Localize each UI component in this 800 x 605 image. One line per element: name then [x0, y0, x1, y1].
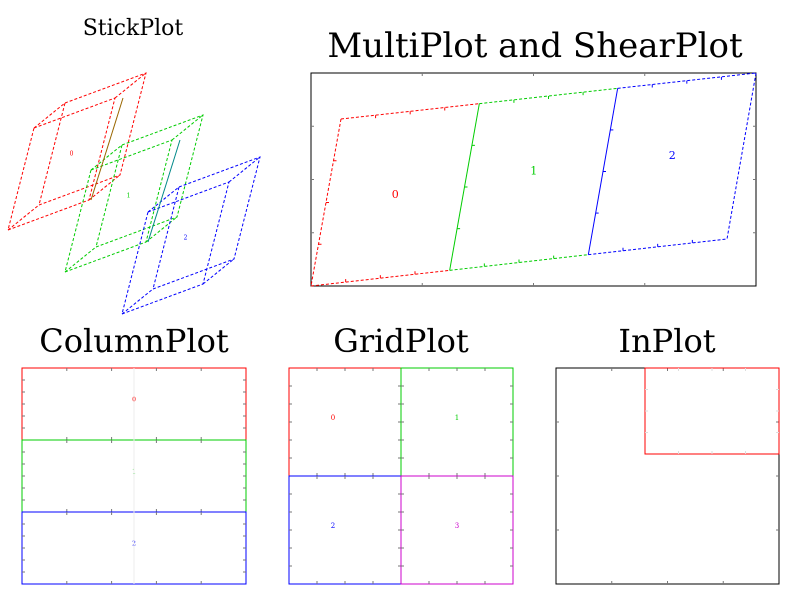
grid-cell-3 [400, 475, 514, 585]
stickplot-panel: 0 1 2 [7, 72, 261, 315]
shear-panel-top-0 [340, 103, 480, 120]
shear-panel-label-0: 0 [392, 188, 399, 201]
stick-shared-edge [90, 97, 124, 201]
stick-panel-label-1: 1 [127, 193, 131, 200]
shear-panel-top-1 [479, 87, 618, 105]
multiplot-shearplot-title: MultiPlot and ShearPlot [327, 26, 743, 66]
stick-box-edge [228, 156, 261, 183]
stick-box-edge [33, 102, 66, 129]
stick-box-edge [202, 258, 235, 285]
grid-cell-2 [288, 475, 402, 585]
stick-box-edge [171, 114, 204, 141]
stick-box-edge [145, 216, 178, 243]
gridplot-panel: 0 1 2 3 [288, 367, 514, 585]
shear-panel-top-2 [617, 72, 757, 89]
shear-panel-left-0 [310, 118, 342, 287]
stick-box-back-2 [152, 156, 261, 290]
grid-cell-label-1: 1 [455, 414, 459, 422]
stick-panel-label-0: 0 [70, 151, 74, 158]
inplot-title: InPlot [618, 322, 716, 360]
inplot-outer-axes [555, 367, 780, 585]
stick-box-front-2 [121, 181, 230, 315]
stick-box-edge [147, 186, 180, 213]
stick-box-edge [90, 144, 123, 171]
inplot-inset-axes [644, 367, 780, 455]
grid-cell-label-0: 0 [331, 414, 335, 422]
stick-box-edge [114, 72, 147, 99]
columnplot-title: ColumnPlot [39, 322, 229, 360]
grid-cell-1 [400, 367, 514, 477]
shear-panel-bottom-1 [449, 254, 589, 271]
stick-shared-edge [147, 139, 181, 243]
shear-panel-right-2 [726, 72, 757, 240]
shear-panel-label-2: 2 [669, 149, 676, 162]
stick-box-front-1 [64, 139, 173, 273]
stick-box-back-1 [95, 114, 204, 248]
grid-cell-label-2: 2 [331, 522, 335, 530]
stick-box-edge [88, 174, 121, 201]
stick-box-edge [121, 288, 154, 315]
stick-box-front-0 [7, 97, 116, 231]
columnplot-panel: 012 [21, 367, 247, 585]
stick-box-edge [7, 204, 40, 231]
grid-cell-label-3: 3 [455, 522, 459, 530]
shearplot-panel: 0 1 2 [310, 72, 757, 287]
shear-panel-bottom-2 [588, 238, 728, 256]
shear-panel-bottom-0 [310, 269, 450, 287]
gridplot-title: GridPlot [333, 322, 469, 360]
stickplot-title: StickPlot [82, 16, 184, 41]
shear-panel-label-1: 1 [530, 164, 537, 177]
stick-box-back-0 [38, 72, 147, 206]
inplot-panel [555, 367, 780, 585]
shear-axes-frame [310, 72, 757, 287]
grid-cell-0 [288, 367, 402, 477]
stick-box-edge [64, 246, 97, 273]
stick-panel-label-2: 2 [184, 235, 188, 242]
